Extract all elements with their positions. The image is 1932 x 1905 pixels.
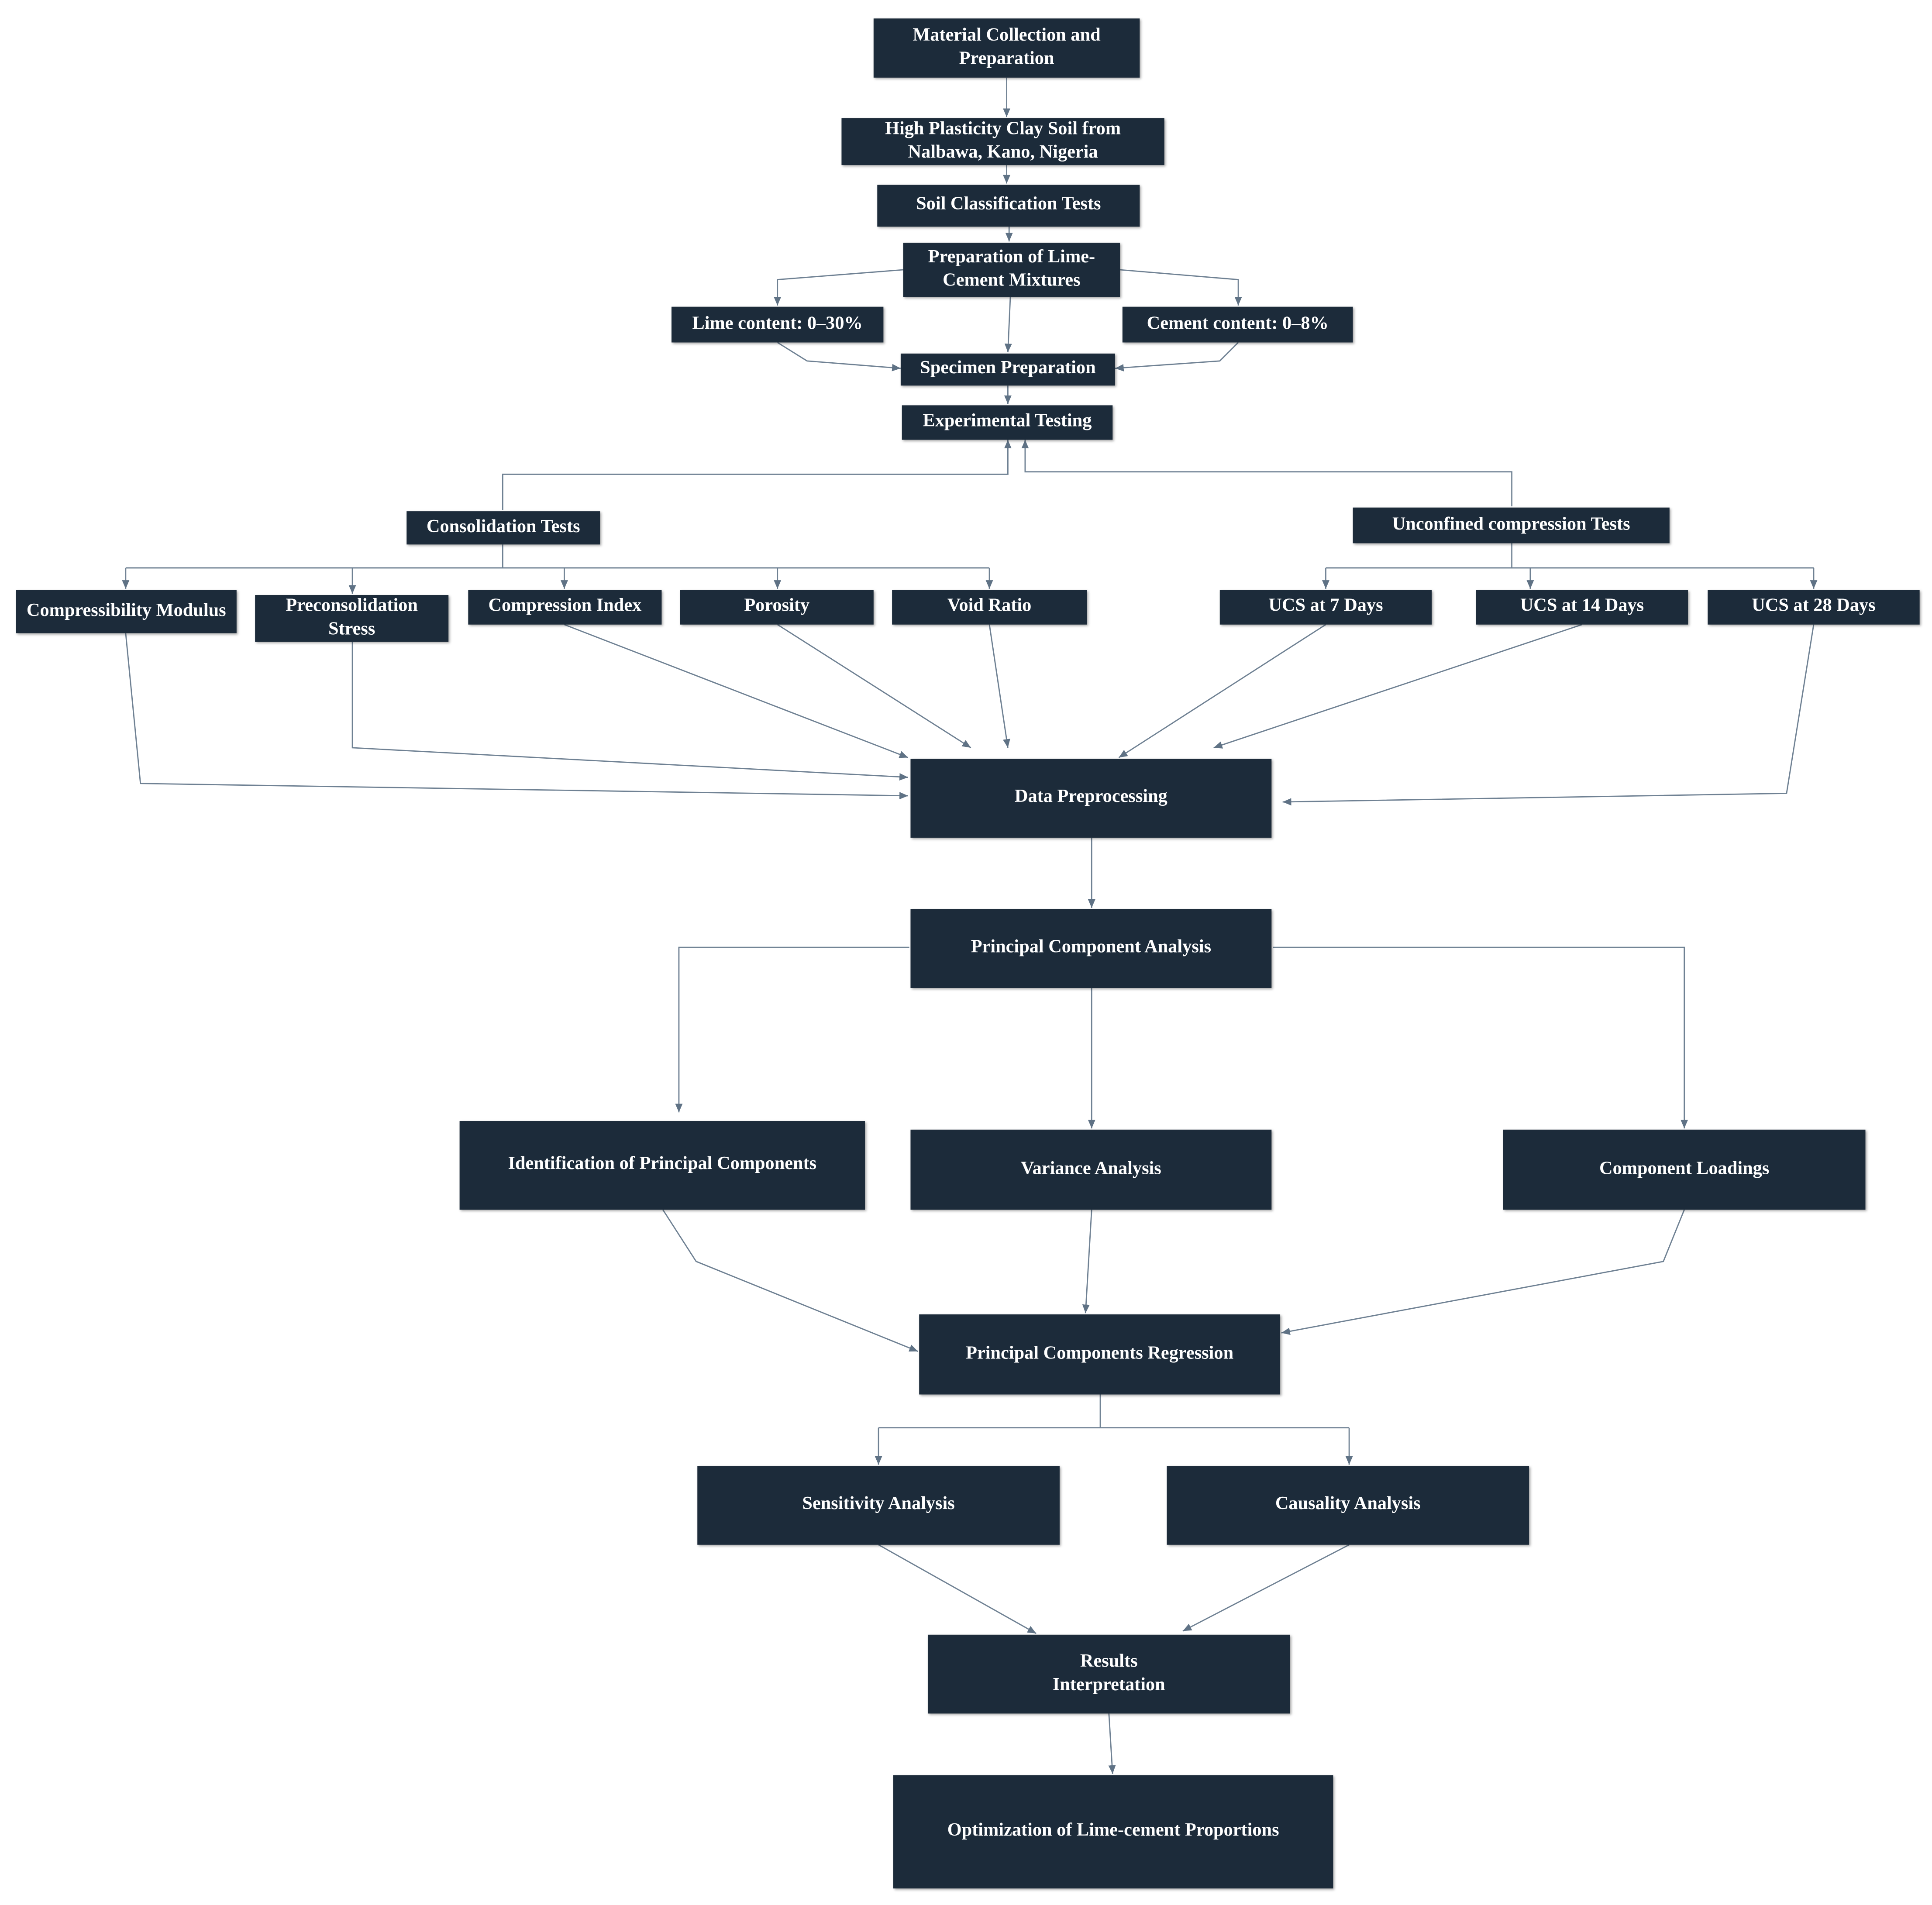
ucs-14-days-label: UCS at 14 Days	[1520, 596, 1644, 616]
soil-classification-label: Soil Classification Tests	[916, 195, 1101, 215]
optimization-box: Optimization of Lime-cement Proportions	[893, 1775, 1333, 1889]
results-interpretation-box: Results Interpretation	[927, 1634, 1290, 1714]
porosity-box: Porosity	[680, 590, 874, 625]
material-collection-box: Material Collection and Preparation	[873, 18, 1140, 78]
edge-sensitivity-to-results	[878, 1544, 1037, 1634]
porosity-label: Porosity	[744, 596, 810, 616]
consolidation-tests-box: Consolidation Tests	[406, 511, 600, 545]
clay-soil-label: High Plasticity Clay Soil from Nalbawa, …	[885, 119, 1121, 163]
edge-ucs-28-to-preprocessing	[1282, 624, 1815, 806]
lime-content-label: Lime content: 0–30%	[692, 313, 863, 334]
void-ratio-box: Void Ratio	[892, 590, 1087, 625]
edge-lime-to-specimen	[777, 342, 901, 371]
compression-index-box: Compression Index	[468, 590, 662, 625]
experimental-testing-box: Experimental Testing	[902, 405, 1113, 440]
preconsolidation-stress-box: Preconsolidation Stress	[255, 595, 449, 642]
pcr-label: Principal Components Regression	[966, 1344, 1234, 1364]
edge-loadings-to-pcr	[1281, 1209, 1685, 1335]
ucs-tests-box: Unconfined compression Tests	[1353, 507, 1670, 543]
edge-causality-to-results	[1182, 1544, 1350, 1632]
identification-pc-box: Identification of Principal Components	[459, 1121, 865, 1210]
ucs-28-days-box: UCS at 28 Days	[1708, 590, 1920, 625]
lime-cement-mixtures-box: Preparation of Lime-Cement Mixtures	[903, 242, 1120, 297]
compressibility-modulus-label: Compressibility Modulus	[26, 601, 226, 621]
void-ratio-label: Void Ratio	[947, 596, 1032, 616]
ucs-14-days-box: UCS at 14 Days	[1476, 590, 1688, 625]
edge-void-ratio-to-preprocessing	[988, 624, 1010, 748]
clay-soil-box: High Plasticity Clay Soil from Nalbawa, …	[841, 118, 1164, 165]
ucs-tests-label: Unconfined compression Tests	[1392, 514, 1630, 535]
soil-classification-box: Soil Classification Tests	[877, 185, 1140, 227]
ucs-28-days-label: UCS at 28 Days	[1752, 596, 1876, 616]
ucs-7-days-box: UCS at 7 Days	[1219, 590, 1432, 625]
specimen-preparation-box: Specimen Preparation	[900, 353, 1115, 386]
pca-label: Principal Component Analysis	[971, 938, 1212, 958]
ucs-7-days-label: UCS at 7 Days	[1268, 596, 1383, 616]
pca-box: Principal Component Analysis	[910, 909, 1272, 988]
edge-identification-to-pcr	[662, 1209, 918, 1352]
edge-cement-to-specimen	[1115, 342, 1239, 371]
preconsolidation-stress-label: Preconsolidation Stress	[286, 595, 418, 640]
results-interpretation-label: Results Interpretation	[1052, 1651, 1165, 1695]
edge-ucs-14-to-preprocessing	[1213, 624, 1582, 749]
edge-ucs-7-to-preprocessing	[1118, 624, 1326, 758]
edge-consolidation-to-testing	[502, 440, 1012, 510]
compression-index-label: Compression Index	[488, 596, 642, 616]
sensitivity-analysis-label: Sensitivity Analysis	[802, 1494, 955, 1514]
edge-mixtures-to-lime	[774, 269, 903, 306]
consolidation-tests-label: Consolidation Tests	[426, 517, 580, 537]
edge-mixtures-to-cement	[1120, 269, 1242, 306]
specimen-preparation-label: Specimen Preparation	[920, 358, 1096, 379]
edge-variance-to-pcr	[1082, 1210, 1092, 1314]
edge-porosity-to-preprocessing	[777, 624, 971, 749]
cement-content-label: Cement content: 0–8%	[1147, 313, 1329, 334]
edge-ucs-to-testing	[1021, 440, 1513, 506]
cement-content-box: Cement content: 0–8%	[1122, 306, 1353, 343]
causality-analysis-box: Causality Analysis	[1167, 1466, 1529, 1545]
edge-preconsolidation-to-preprocessing	[351, 642, 908, 781]
sensitivity-analysis-box: Sensitivity Analysis	[697, 1466, 1060, 1545]
lime-cement-mixtures-label: Preparation of Lime-Cement Mixtures	[928, 247, 1095, 291]
edge-pca-to-loadings	[1273, 946, 1688, 1128]
data-preprocessing-box: Data Preprocessing	[910, 759, 1272, 838]
compressibility-modulus-box: Compressibility Modulus	[16, 590, 237, 633]
component-loadings-box: Component Loadings	[1503, 1129, 1866, 1210]
component-loadings-label: Component Loadings	[1599, 1159, 1770, 1179]
identification-pc-label: Identification of Principal Components	[508, 1154, 817, 1175]
pcr-box: Principal Components Regression	[919, 1314, 1281, 1395]
edge-compression-index-to-preprocessing	[564, 624, 909, 758]
edge-pca-to-identification	[675, 946, 909, 1113]
edge-mixtures-to-specimen	[1004, 297, 1012, 353]
variance-analysis-label: Variance Analysis	[1020, 1159, 1161, 1179]
data-preprocessing-label: Data Preprocessing	[1014, 787, 1167, 808]
variance-analysis-box: Variance Analysis	[910, 1129, 1272, 1210]
edge-results-to-optimization	[1108, 1713, 1116, 1774]
edge-compressibility-to-preprocessing	[125, 633, 908, 800]
lime-content-box: Lime content: 0–30%	[671, 306, 884, 343]
optimization-label: Optimization of Lime-cement Proportions	[947, 1821, 1279, 1841]
material-collection-label: Material Collection and Preparation	[913, 25, 1101, 69]
experimental-testing-label: Experimental Testing	[923, 412, 1092, 432]
causality-analysis-label: Causality Analysis	[1275, 1494, 1421, 1514]
